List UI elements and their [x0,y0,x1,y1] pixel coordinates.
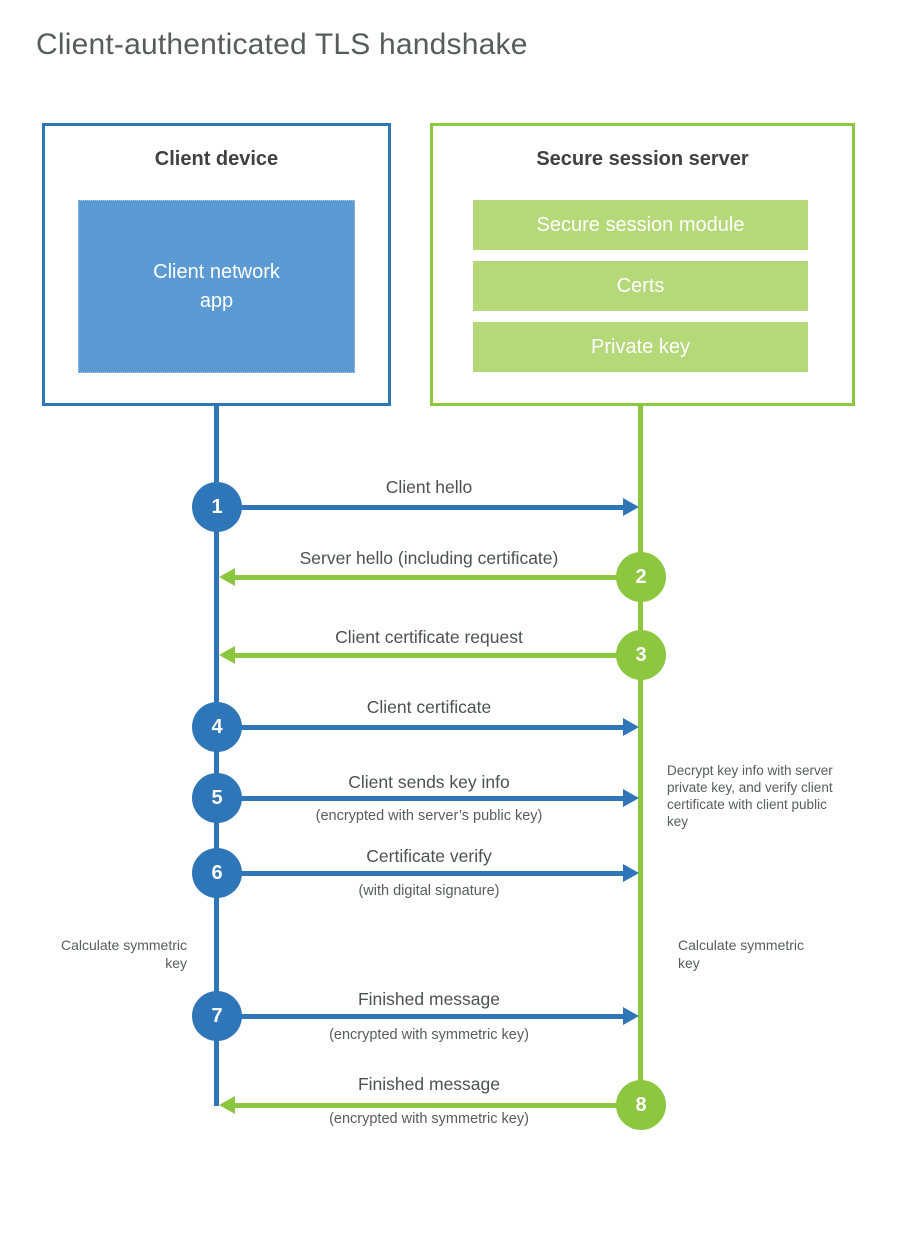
step-badge-1: 1 [192,482,242,532]
client-device-box: Client device Client network app [42,123,391,406]
step-badge-6: 6 [192,848,242,898]
arrow-line [219,871,625,876]
server-module-label: Secure session module [536,213,745,236]
secure-session-server-box: Secure session server Secure session mod… [430,123,855,406]
arrow-finished-client [219,1007,639,1025]
server-module-private-key: Private key [473,322,808,372]
server-module-secure-session: Secure session module [473,200,808,250]
secure-session-server-title: Secure session server [536,148,749,170]
step-badge-7: 7 [192,991,242,1041]
calc-symmetric-key-right: Calculate symmetric key [678,937,805,971]
arrow-client-hello [219,498,639,516]
message-subtext-8: (encrypted with symmetric key) [329,1111,529,1127]
arrowhead-left-icon [219,646,235,664]
message-subtext-5: (encrypted with server’s public key) [315,808,543,824]
message-label-8: Finished message [357,1074,501,1094]
arrow-client-cert-request [219,646,639,664]
arrowhead-right-icon [623,864,639,882]
arrowhead-right-icon [623,718,639,736]
step-badge-3: 3 [616,630,666,680]
server-module-label: Certs [616,274,665,297]
step-badge-5: 5 [192,773,242,823]
message-label-4: Client certificate [366,697,492,717]
message-label-1: Client hello [385,477,473,497]
arrow-line [219,725,625,730]
arrowhead-left-icon [219,1096,235,1114]
arrow-line [219,1014,625,1019]
server-lifeline [638,406,643,1106]
server-module-label: Private key [591,335,690,358]
arrow-client-certificate [219,718,639,736]
client-network-app-box: Client network app [78,200,355,373]
arrowhead-right-icon [623,1007,639,1025]
page-title: Client-authenticated TLS handshake [36,28,528,61]
arrow-certificate-verify [219,864,639,882]
arrow-line [233,653,639,658]
client-device-title: Client device [154,148,279,170]
arrow-line [233,1103,639,1108]
server-module-certs: Certs [473,261,808,311]
calc-symmetric-key-left: Calculate symmetric key [60,937,187,971]
message-label-2: Server hello (including certificate) [299,548,559,568]
arrow-line [219,796,625,801]
client-network-app-label: Client network app [153,260,280,312]
arrow-line [219,505,625,510]
step-badge-2: 2 [616,552,666,602]
message-label-3: Client certificate request [335,627,523,647]
message-subtext-7: (encrypted with symmetric key) [329,1027,529,1043]
message-label-5: Client sends key info [348,772,510,792]
arrowhead-left-icon [219,568,235,586]
arrow-line [233,575,639,580]
arrowhead-right-icon [623,498,639,516]
arrow-client-key-info [219,789,639,807]
arrow-finished-server [219,1096,639,1114]
message-label-6: Certificate verify [366,846,492,866]
decrypt-note: Decrypt key info with server private key… [667,763,833,829]
client-lifeline [214,406,219,1106]
arrowhead-right-icon [623,789,639,807]
step-badge-4: 4 [192,702,242,752]
message-label-7: Finished message [357,989,501,1009]
message-subtext-6: (with digital signature) [358,883,500,899]
step-badge-8: 8 [616,1080,666,1130]
arrow-server-hello [219,568,639,586]
